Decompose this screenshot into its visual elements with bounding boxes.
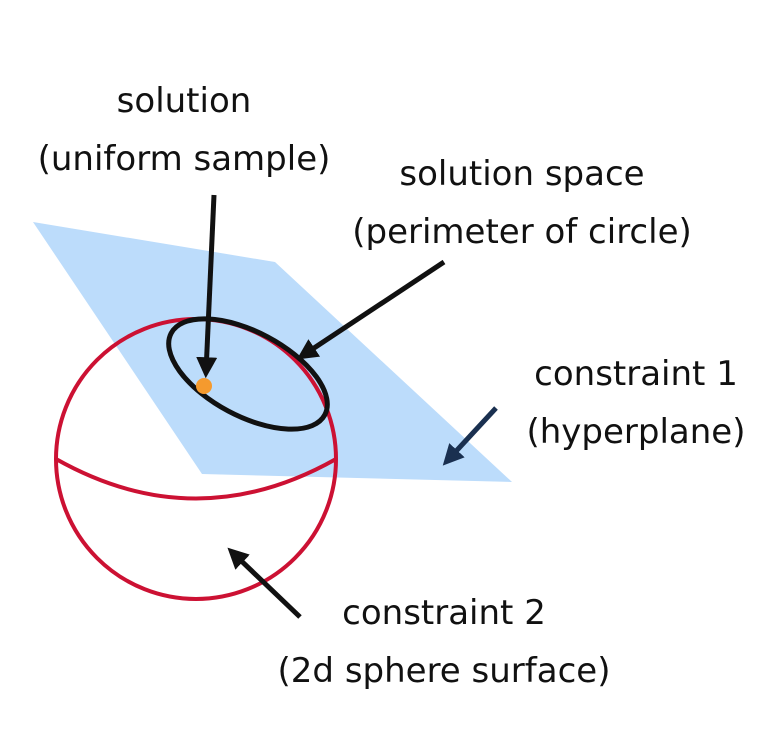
- label-solution: solution (uniform sample): [38, 81, 331, 179]
- label-line: (perimeter of circle): [352, 212, 692, 252]
- label-line: (2d sphere surface): [278, 651, 611, 691]
- label-constraint-2: constraint 2 (2d sphere surface): [278, 593, 611, 691]
- label-constraint-1: constraint 1 (hyperplane): [526, 354, 745, 452]
- label-line: (uniform sample): [38, 139, 331, 179]
- arrow-icon: [196, 194, 218, 379]
- arrow-icon: [442, 406, 498, 466]
- point-marker: [196, 378, 212, 394]
- label-line: solution: [117, 81, 252, 121]
- label-line: solution space: [399, 154, 644, 194]
- label-line: constraint 2: [342, 593, 546, 633]
- arrow-icon: [227, 547, 302, 619]
- label-line: (hyperplane): [526, 412, 745, 452]
- label-solution-space: solution space (perimeter of circle): [352, 154, 692, 252]
- sphere-equator: [55, 457, 337, 501]
- arrow-icon: [296, 259, 446, 360]
- solution-space-circle: [166, 316, 330, 432]
- hyperplane: [33, 222, 512, 482]
- label-line: constraint 1: [534, 354, 738, 394]
